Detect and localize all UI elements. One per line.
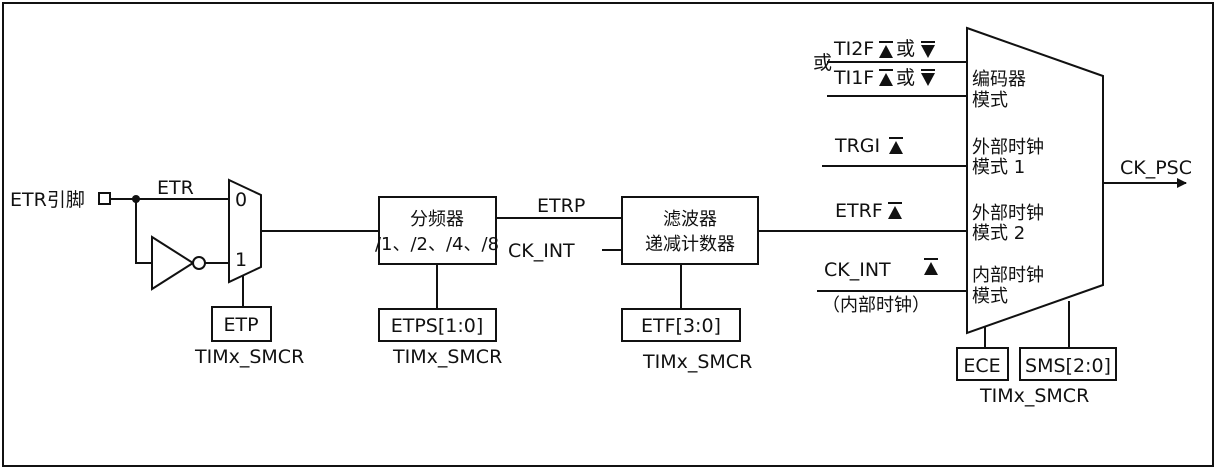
rising-edge-icon <box>889 137 903 154</box>
etps-label: ETPS[1:0] <box>391 315 484 337</box>
etr-label: ETR <box>157 177 194 199</box>
encoder-mode-line2: 模式 <box>972 90 1008 111</box>
internal-mode-line2: 模式 <box>972 286 1008 307</box>
rising-edge-icon <box>888 202 902 219</box>
encoder-mode-line1: 编码器 <box>972 69 1026 90</box>
inverter-input-line <box>135 199 152 264</box>
inverter-triangle <box>151 235 195 291</box>
etr-pin-square <box>98 192 111 205</box>
etp-register-box <box>211 306 272 342</box>
ti1f-or-word: 或 <box>896 67 915 89</box>
etrf-label: ETRF <box>835 200 883 222</box>
ti1f-label: TI1F <box>833 67 874 89</box>
etf-label: ETF[3:0] <box>641 315 721 337</box>
sms-label: SMS[2:0] <box>1025 355 1111 377</box>
etrp-label: ETRP <box>537 195 585 217</box>
ck-psc-label: CK_PSC <box>1120 157 1192 179</box>
etr-pin-label: ETR引脚 <box>10 189 85 211</box>
selector-smcr-label: TIMx_SMCR <box>979 385 1089 407</box>
rising-edge-icon <box>924 258 938 275</box>
inverter-bubble <box>192 256 206 270</box>
prescaler-ratios: /1、/2、/4、/8 <box>375 234 499 255</box>
ece-register-box <box>956 347 1009 381</box>
selector-ck-int-label: CK_INT <box>824 259 891 281</box>
filter-box <box>621 196 759 265</box>
filter-title: 滤波器 <box>663 209 717 230</box>
prescaler-title: 分频器 <box>410 209 464 230</box>
etp-mux <box>228 178 262 284</box>
filter-ck-int-label: CK_INT <box>508 240 575 262</box>
ti2f-or-word: 或 <box>896 38 915 60</box>
falling-edge-icon <box>921 69 935 86</box>
etf-register-box <box>621 308 741 342</box>
falling-edge-icon <box>921 41 935 58</box>
etf-smcr-label: TIMx_SMCR <box>642 351 752 373</box>
etp-label: ETP <box>223 314 258 336</box>
rising-edge-icon <box>879 69 893 86</box>
ece-label: ECE <box>963 355 1000 377</box>
ext-mode1-line1: 外部时钟 <box>972 137 1044 158</box>
mux-input-0: 0 <box>235 189 247 211</box>
etps-register-box <box>378 308 497 342</box>
mux-input-1: 1 <box>235 249 247 271</box>
internal-mode-line1: 内部时钟 <box>972 265 1044 286</box>
rising-edge-icon <box>879 41 893 58</box>
etps-smcr-label: TIMx_SMCR <box>392 346 502 368</box>
or-label: 或 <box>813 52 832 74</box>
ext-mode2-line1: 外部时钟 <box>972 203 1044 224</box>
ti2f-label: TI2F <box>833 38 874 60</box>
filter-subtitle: 递减计数器 <box>645 234 735 255</box>
ext-mode1-line2: 模式 1 <box>972 157 1025 178</box>
trgi-label: TRGI <box>834 135 880 157</box>
ext-mode2-line2: 模式 2 <box>972 223 1025 244</box>
clock-mode-selector <box>966 26 1104 335</box>
ck-int-note: （内部时钟） <box>822 295 930 316</box>
sms-register-box <box>1019 347 1117 381</box>
etp-smcr-label: TIMx_SMCR <box>194 346 304 368</box>
